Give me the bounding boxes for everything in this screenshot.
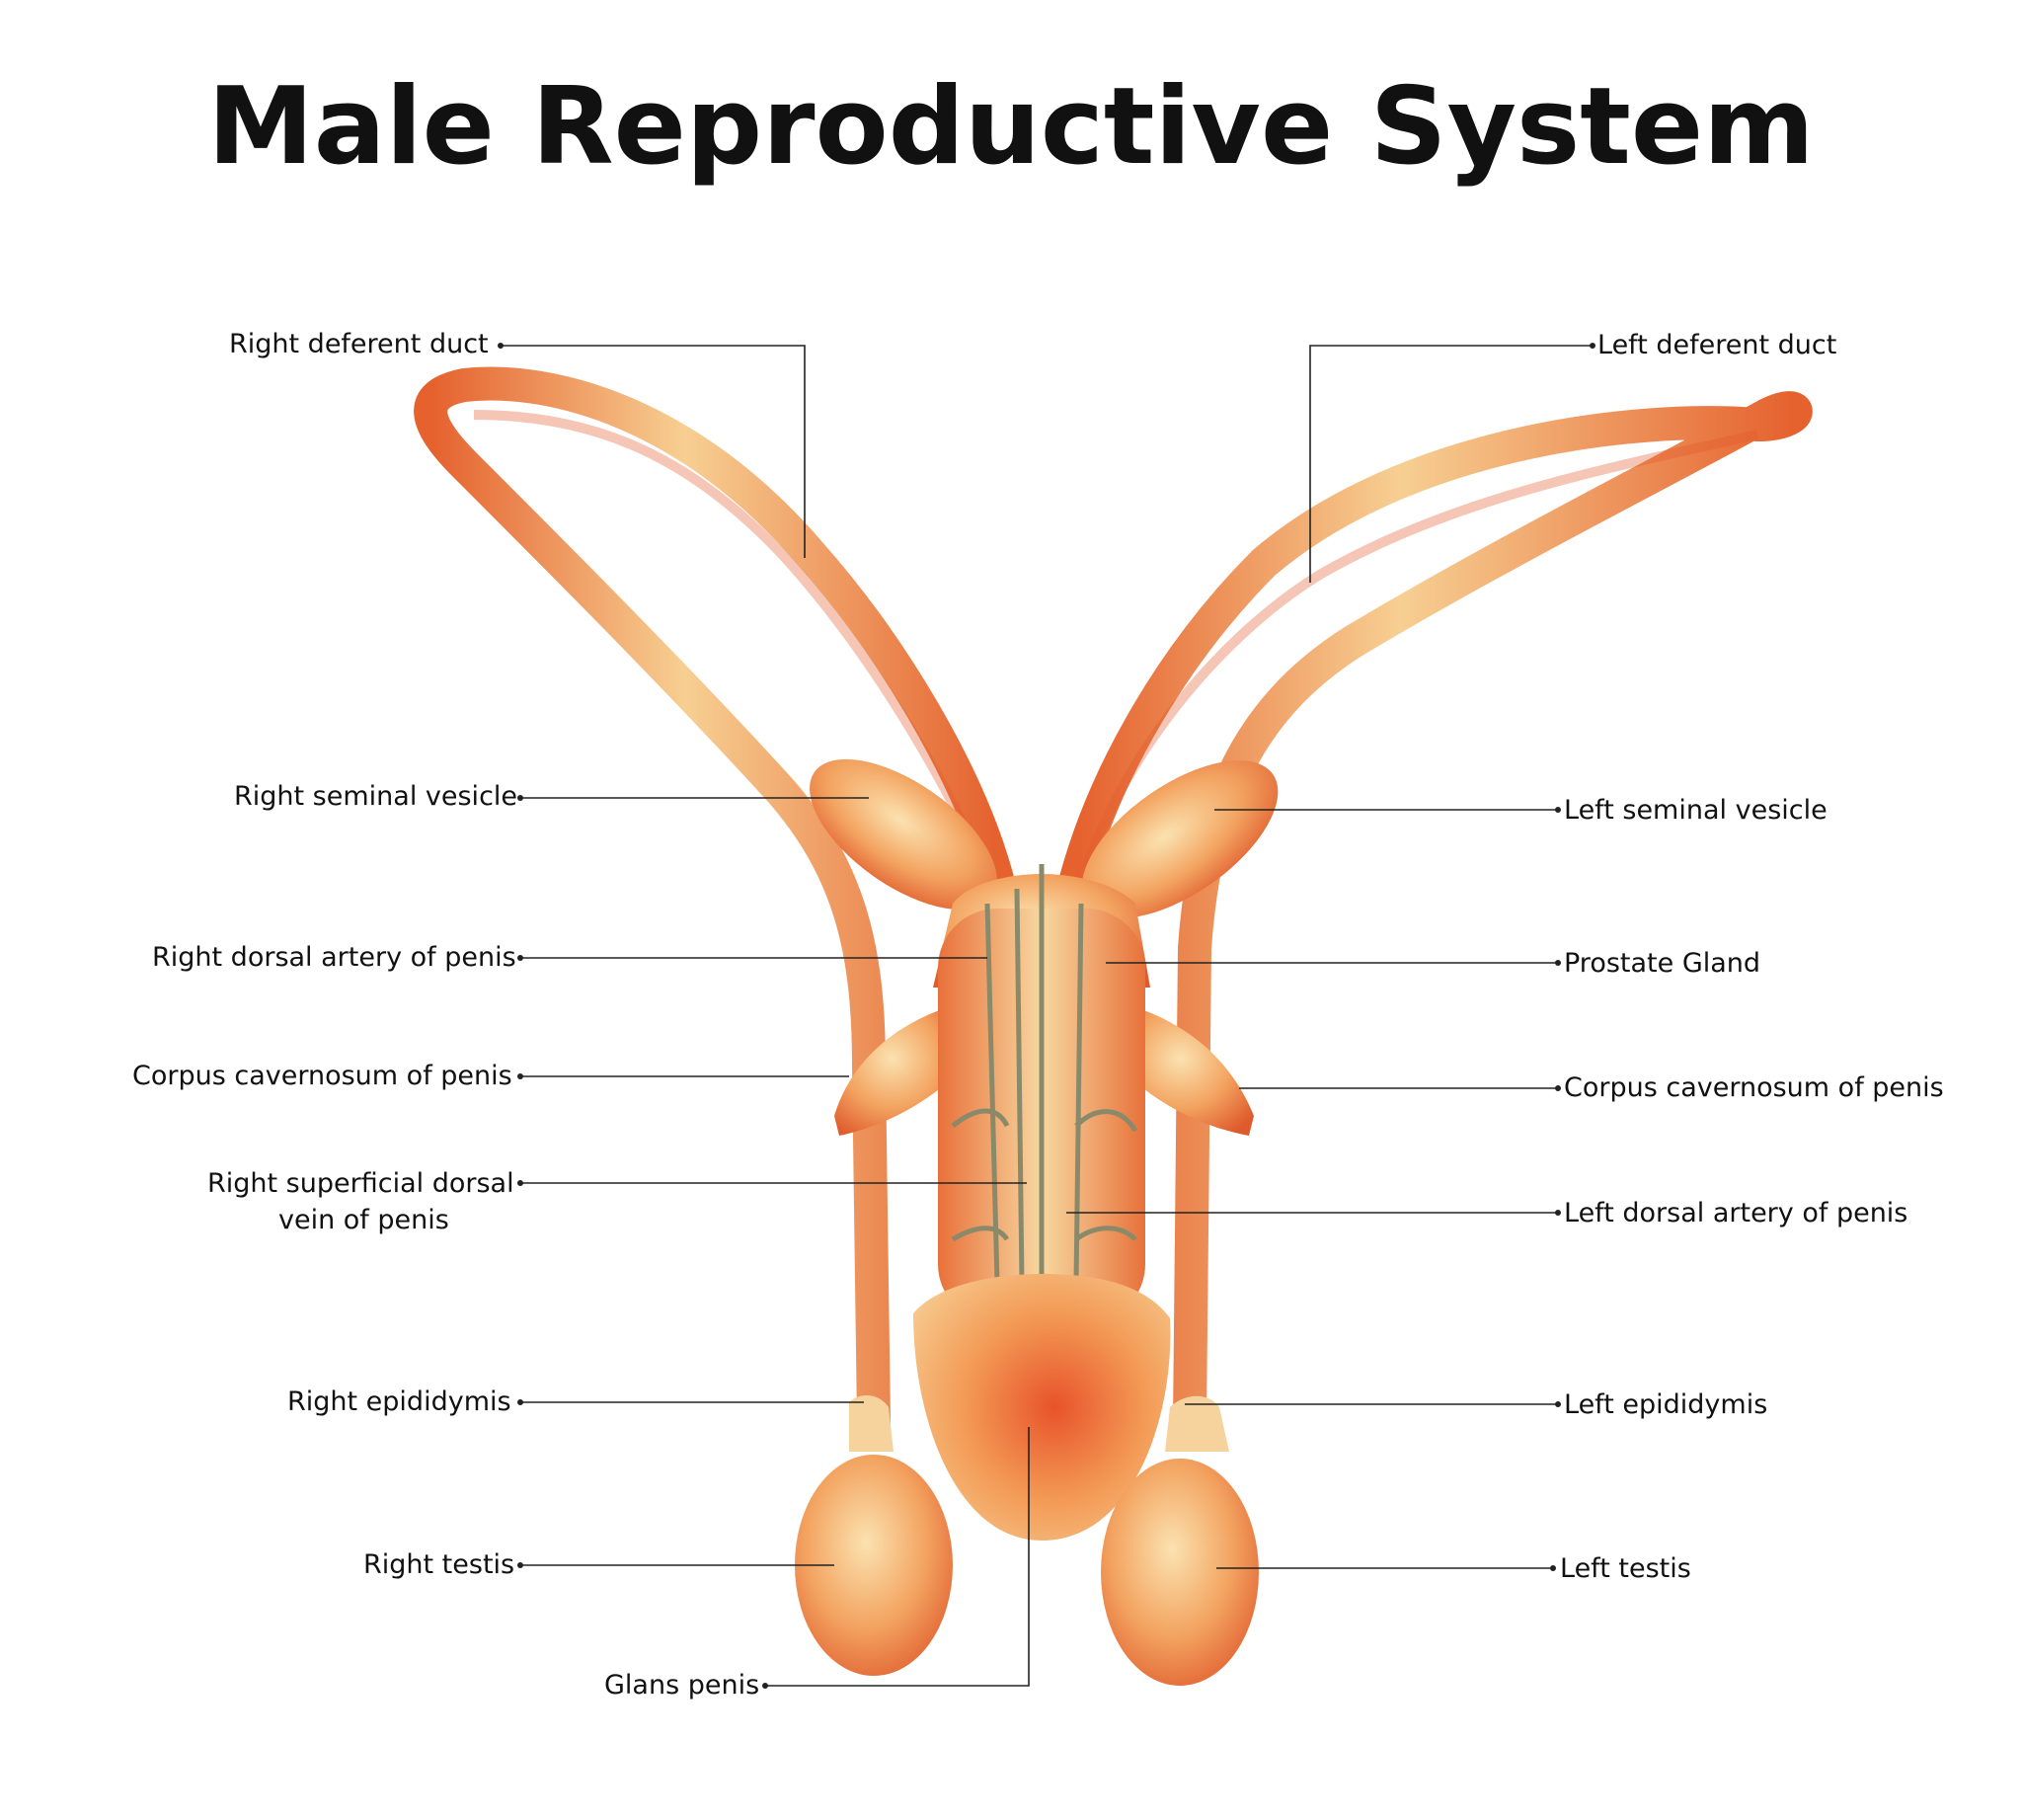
label-corpus-cavernosum-left: Corpus cavernosum of penis [1564, 1072, 1944, 1103]
label-left-testis: Left testis [1560, 1553, 1691, 1584]
label-left-epididymis: Left epididymis [1564, 1389, 1768, 1420]
label-right-dorsal-artery: Right dorsal artery of penis [152, 942, 516, 973]
label-right-testis: Right testis [363, 1549, 515, 1580]
label-right-superficial-dorsal-vein-line2: vein of penis [278, 1205, 449, 1235]
label-right-epididymis: Right epididymis [287, 1386, 511, 1417]
dorsal-vessels [951, 864, 1138, 1294]
right-epididymis-shape [849, 1395, 894, 1452]
label-left-dorsal-artery: Left dorsal artery of penis [1564, 1198, 1908, 1228]
label-glans-penis: Glans penis [604, 1670, 760, 1701]
label-right-seminal-vesicle: Right seminal vesicle [234, 781, 518, 812]
left-epididymis-shape [1165, 1395, 1229, 1452]
label-right-deferent-duct: Right deferent duct [229, 329, 489, 359]
leader-lines [498, 343, 1595, 1689]
left-seminal-vesicle-shape [1081, 760, 1279, 918]
right-deferent-duct-shape [414, 366, 1014, 1439]
label-left-deferent-duct: Left deferent duct [1597, 330, 1837, 360]
right-seminal-vesicle-shape [810, 758, 997, 910]
left-testis-shape [1101, 1459, 1259, 1686]
glans-penis-shape [913, 1274, 1171, 1541]
left-deferent-duct-shape [1059, 391, 1813, 1439]
right-testis-shape [795, 1455, 953, 1676]
label-prostate-gland: Prostate Gland [1564, 948, 1761, 979]
label-corpus-cavernosum-right: Corpus cavernosum of penis [132, 1061, 512, 1091]
corpus-cavernosum-left-shape [1121, 1007, 1254, 1136]
label-right-superficial-dorsal-vein-line1: Right superficial dorsal [207, 1168, 514, 1199]
corpus-cavernosum-right-shape [834, 1007, 963, 1136]
page-title: Male Reproductive System [207, 65, 1815, 189]
label-left-seminal-vesicle: Left seminal vesicle [1564, 795, 1828, 826]
